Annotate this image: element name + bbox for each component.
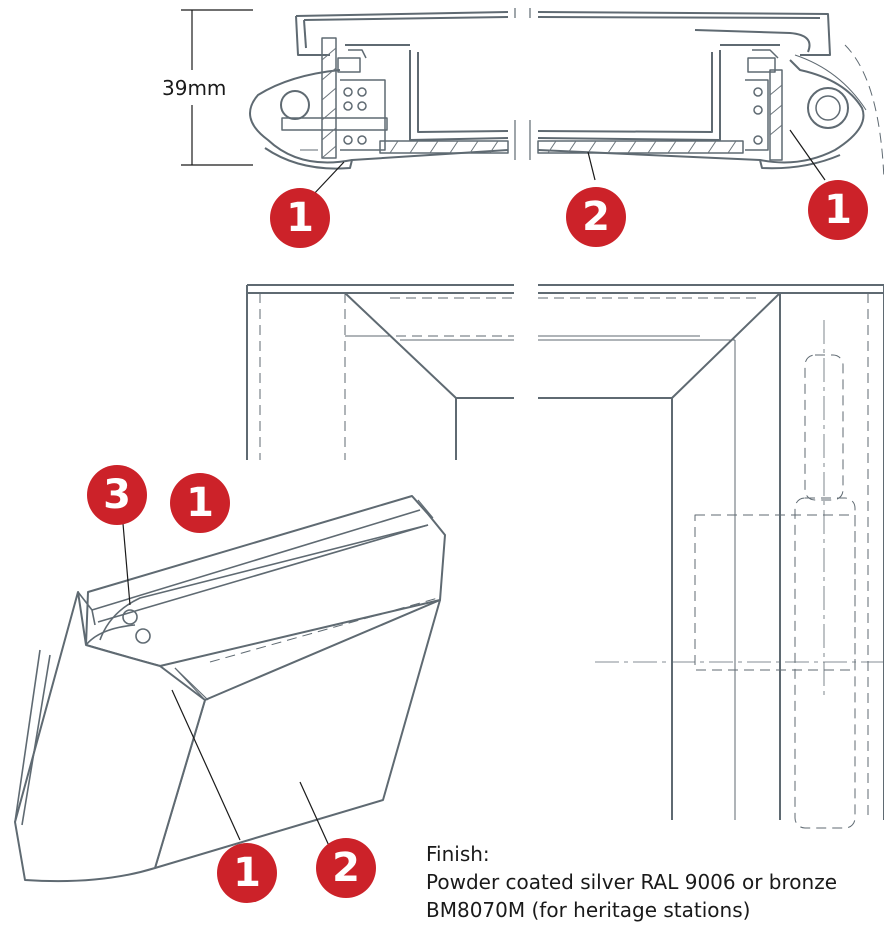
- perspective-detail: [14, 495, 441, 826]
- callout-badge-top-left: 1: [270, 188, 330, 248]
- hatching-right: [547, 84, 783, 154]
- finish-line-2: BM8070M (for heritage stations): [426, 898, 751, 922]
- callout-badge-persp-panel: 2: [316, 838, 376, 898]
- finish-note: Finish: Powder coated silver RAL 9006 or…: [426, 840, 884, 924]
- hatching-left: [321, 47, 499, 159]
- finish-line-1: Powder coated silver RAL 9006 or bronze: [426, 870, 837, 894]
- callout-badge-top-middle: 2: [566, 187, 626, 247]
- cross-section-right: [537, 11, 884, 181]
- callout-badge-persp-top: 1: [170, 473, 230, 533]
- dimension-label: 39mm: [162, 76, 227, 100]
- callout-badge-persp-screw: 3: [87, 465, 147, 525]
- dimension-line: [181, 9, 253, 166]
- leader-lines-top: [311, 129, 826, 197]
- leader-lines-perspective: [121, 511, 331, 849]
- break-marks: [514, 8, 531, 160]
- callout-badge-persp-side: 1: [217, 843, 277, 903]
- perspective-view: [14, 495, 446, 883]
- cross-section-left: [249, 11, 509, 170]
- finish-heading: Finish:: [426, 842, 490, 866]
- elevation-left: [246, 284, 514, 460]
- callout-badge-top-right: 1: [808, 180, 868, 240]
- elevation-right: [538, 284, 884, 829]
